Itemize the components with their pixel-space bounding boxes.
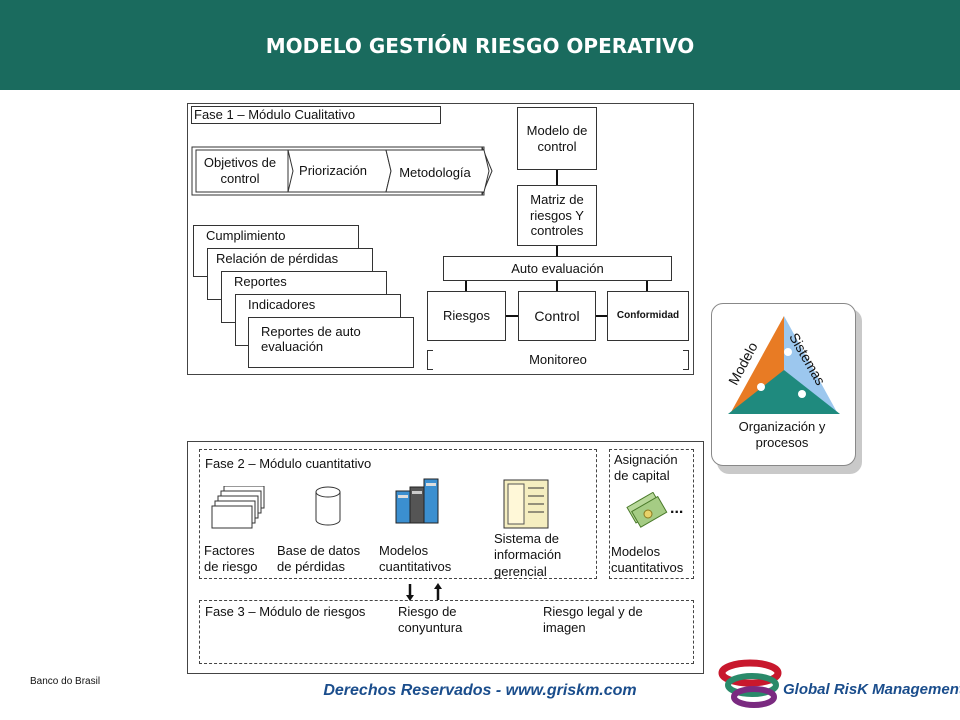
phase23-panel <box>187 441 704 674</box>
phase2-title: Fase 2 – Módulo cuantitativo <box>205 456 372 471</box>
database-icon <box>315 486 341 526</box>
arrows-phase2-phase3 <box>406 583 442 601</box>
page-title: MODELO GESTIÓN RIESGO OPERATIVO <box>265 34 695 58</box>
connector-risks-control <box>506 315 518 317</box>
conjuncture-risk-label: Riesgo de conyuntura <box>398 604 463 636</box>
self-evaluation-bar: Auto evaluación <box>443 256 672 281</box>
control-model-box: Modelo de control <box>517 107 597 170</box>
money-icon <box>626 492 668 528</box>
connector-control-conformity <box>596 315 607 317</box>
monitoring-bracket-right <box>683 350 689 370</box>
phase3-zone <box>199 600 694 664</box>
footer-copyright: Derechos Reservados - www.griskm.com <box>323 682 637 699</box>
triangle-label-organization: Organización y procesos <box>738 419 826 451</box>
connector-eval-risks <box>465 281 467 291</box>
risk-factors-label: Factores de riesgo <box>204 543 258 575</box>
capital-models-label: Modelos cuantitativos <box>611 544 684 576</box>
connector-eval-conformity <box>646 281 648 291</box>
phase1-title: Fase 1 – Módulo Cualitativo <box>191 106 441 124</box>
stack-self-eval-reports: Reportes de auto evaluación <box>248 317 414 368</box>
footer-bank-name: Banco do Brasil <box>30 676 101 687</box>
monitoring-label: Monitoreo <box>529 352 587 367</box>
connector-model-matrix <box>556 170 558 185</box>
connector-matrix-eval <box>556 246 558 256</box>
cards-stack-icon <box>211 486 265 529</box>
cabinet-icon <box>503 479 549 529</box>
server-icon <box>395 478 439 524</box>
matrix-box: Matriz de riesgos Y controles <box>517 185 597 246</box>
phase2-zone <box>199 449 597 579</box>
global-risk-logo-text: Global RisK Management <box>783 681 960 698</box>
loss-database-label: Base de datos de pérdidas <box>277 543 361 575</box>
legal-image-risk-label: Riesgo legal y de imagen <box>543 604 643 636</box>
risks-box: Riesgos <box>427 291 506 341</box>
header-bar <box>0 0 960 90</box>
connector-eval-control <box>556 281 558 291</box>
step-methodology: Metodología <box>399 165 471 180</box>
monitoring-bracket-left <box>427 350 433 370</box>
capital-title: Asignación de capital <box>614 452 678 484</box>
phase1-steps-graphic <box>191 146 493 196</box>
capital-zone <box>609 449 694 579</box>
phase3-title: Fase 3 – Módulo de riesgos <box>205 604 366 619</box>
conformity-box: Conformidad <box>607 291 689 341</box>
info-system-label: Sistema de información gerencial <box>494 531 562 579</box>
step-objectives: Objetivos de control <box>203 155 277 187</box>
triangle-graphic <box>728 316 840 414</box>
capital-ellipsis: ... <box>670 500 684 517</box>
quant-models-label: Modelos cuantitativos <box>379 543 452 575</box>
control-box: Control <box>518 291 596 341</box>
step-prioritization: Priorización <box>299 163 367 178</box>
global-risk-logo-icon <box>718 659 782 708</box>
